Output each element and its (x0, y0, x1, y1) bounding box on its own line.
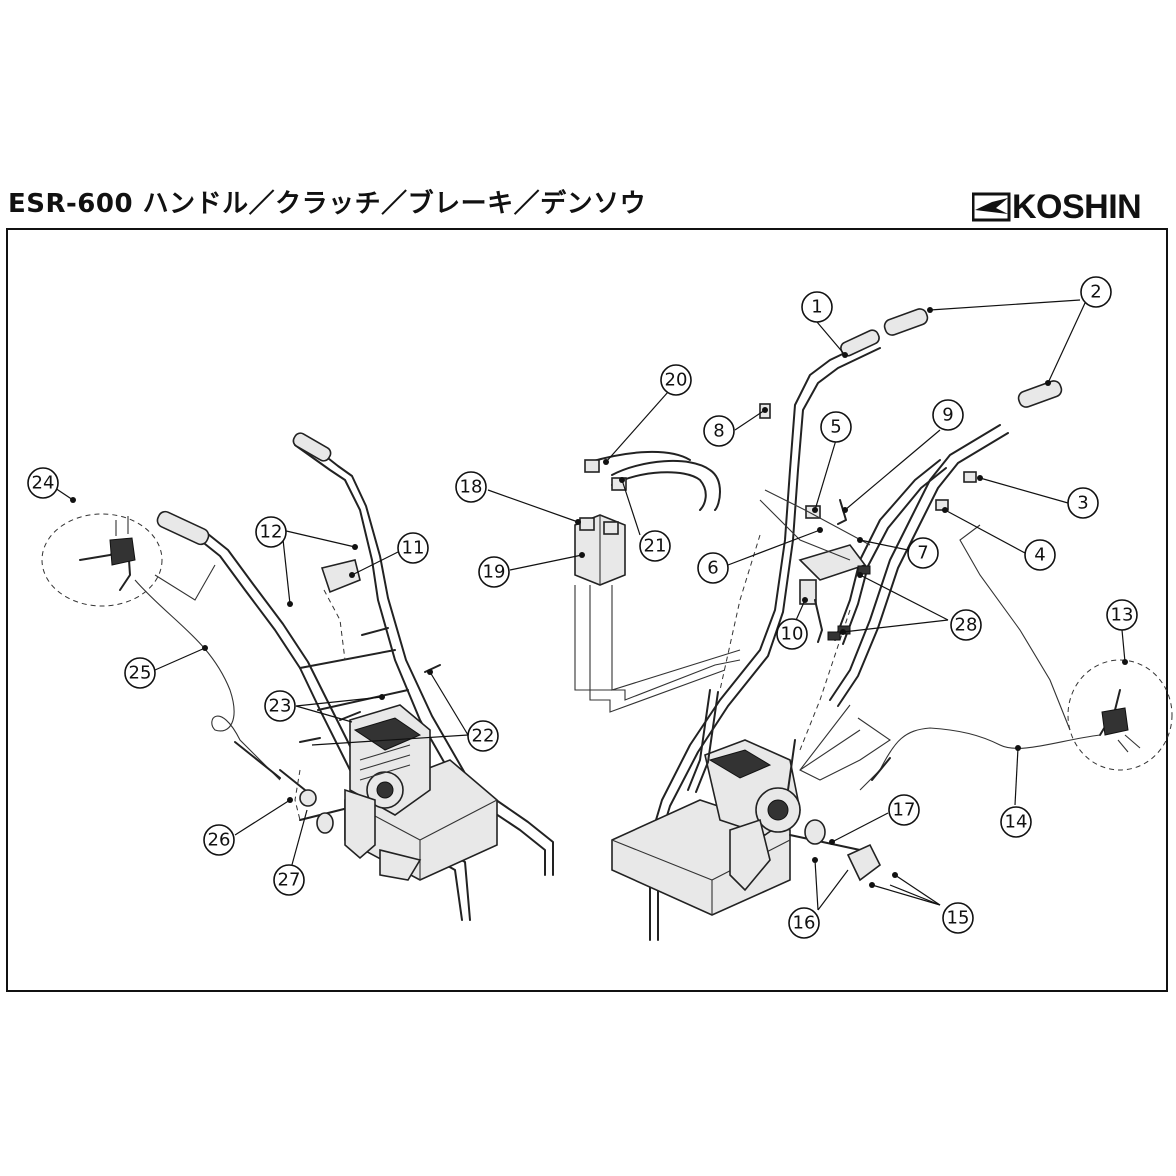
callout-8: 8 (703, 415, 735, 447)
svg-text:7: 7 (917, 543, 928, 564)
callout-26: 26 (203, 824, 235, 856)
svg-text:8: 8 (713, 421, 724, 442)
svg-text:28: 28 (955, 615, 978, 636)
diagram-title: ESR-600 ハンドル／クラッチ／ブレーキ／デンソウ (8, 189, 647, 219)
callout-2: 2 (1080, 276, 1112, 308)
callout-7: 7 (907, 537, 939, 569)
svg-text:20: 20 (665, 370, 688, 391)
svg-text:17: 17 (893, 800, 916, 821)
callout-20: 20 (660, 364, 692, 396)
callout-6: 6 (697, 552, 729, 584)
callout-12: 12 (255, 516, 287, 548)
koshin-logo-mark-icon (971, 192, 1011, 222)
diagram-frame (6, 228, 1168, 992)
callout-4: 4 (1024, 539, 1056, 571)
callout-21: 21 (639, 530, 671, 562)
svg-text:13: 13 (1111, 605, 1134, 626)
svg-text:22: 22 (472, 726, 495, 747)
callout-5: 5 (820, 411, 852, 443)
svg-text:19: 19 (483, 562, 506, 583)
svg-text:15: 15 (947, 908, 970, 929)
callout-27: 27 (273, 864, 305, 896)
svg-text:18: 18 (460, 477, 483, 498)
svg-text:9: 9 (942, 405, 953, 426)
svg-text:11: 11 (402, 538, 425, 559)
left-tiller-illustration (41, 432, 554, 921)
svg-text:16: 16 (793, 913, 816, 934)
callout-19: 19 (478, 556, 510, 588)
svg-text:4: 4 (1034, 545, 1045, 566)
svg-text:1: 1 (811, 297, 822, 318)
koshin-logo: KOSHIN (971, 188, 1172, 226)
callout-11: 11 (397, 532, 429, 564)
callout-18: 18 (455, 471, 487, 503)
svg-text:24: 24 (32, 473, 55, 494)
svg-text:26: 26 (208, 830, 231, 851)
electrical-parts-illustration (574, 450, 741, 713)
svg-text:25: 25 (129, 663, 152, 684)
svg-text:2: 2 (1090, 282, 1101, 303)
svg-text:23: 23 (269, 696, 292, 717)
callout-16: 16 (788, 907, 820, 939)
svg-text:14: 14 (1005, 812, 1028, 833)
right-tiller-illustration (611, 308, 1173, 941)
callout-25: 25 (124, 657, 156, 689)
callout-9: 9 (932, 399, 964, 431)
brand-name: KOSHIN (1012, 188, 1142, 226)
svg-text:12: 12 (260, 522, 283, 543)
callout-1: 1 (801, 291, 833, 323)
svg-text:21: 21 (644, 536, 667, 557)
callout-3: 3 (1067, 487, 1099, 519)
callout-13: 13 (1106, 599, 1138, 631)
callout-17: 17 (888, 794, 920, 826)
callout-10: 10 (776, 618, 808, 650)
callout-15: 15 (942, 902, 974, 934)
callout-14: 14 (1000, 806, 1032, 838)
leader-lines (54, 299, 1128, 911)
callout-23: 23 (264, 690, 296, 722)
svg-text:5: 5 (830, 417, 841, 438)
svg-text:10: 10 (781, 624, 804, 645)
callout-22: 22 (467, 720, 499, 752)
svg-text:27: 27 (278, 870, 301, 891)
svg-text:3: 3 (1077, 493, 1088, 514)
callout-24: 24 (27, 467, 59, 499)
svg-text:6: 6 (707, 558, 718, 579)
callout-28: 28 (950, 609, 982, 641)
